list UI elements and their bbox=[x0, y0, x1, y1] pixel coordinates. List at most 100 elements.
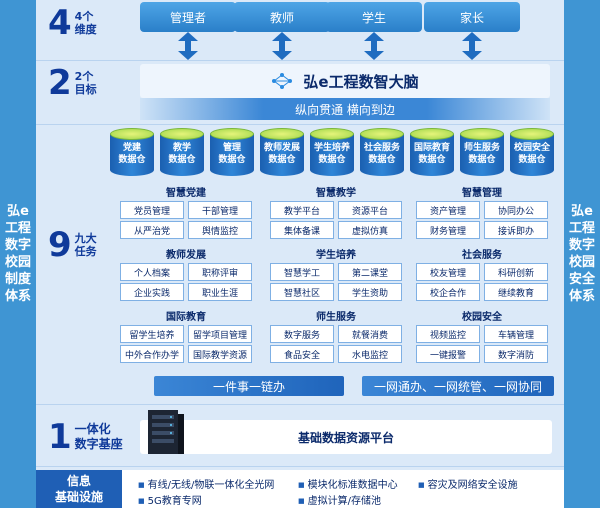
task-item: 车辆管理 bbox=[484, 325, 548, 343]
task-title: 教师发展 bbox=[166, 250, 206, 261]
dimension-manager: 管理者 bbox=[140, 2, 236, 32]
dimensions-label-line2: 维度 bbox=[74, 23, 97, 36]
tasks-label-line2: 任务 bbox=[74, 245, 97, 258]
task-card: 社会服务 校友管理 科研创新 校企合作 继续教育 bbox=[412, 248, 552, 304]
right-system-bar: 弘e工程数字校园安全体系 bbox=[564, 0, 600, 508]
database-cylinder: 校园安全数据仓 bbox=[510, 128, 554, 180]
task-item: 国际教学资源 bbox=[188, 345, 252, 363]
database-cylinder: 师生服务数据仓 bbox=[460, 128, 504, 180]
task-item: 接诉即办 bbox=[484, 221, 548, 239]
infra-label: 信息 基础设施 bbox=[36, 470, 122, 508]
database-cylinder: 党建数据仓 bbox=[110, 128, 154, 180]
data-platform-box: 基础数据资源平台 bbox=[140, 420, 552, 454]
task-item: 就餐消费 bbox=[338, 325, 402, 343]
left-system-label: 弘e工程数字校园制度体系 bbox=[5, 204, 32, 304]
data-platform-title: 基础数据资源平台 bbox=[297, 430, 394, 445]
brain-title: 弘e工程数智大脑 bbox=[303, 72, 419, 91]
task-card: 智慧教学 教学平台 资源平台 集体备课 虚拟仿真 bbox=[266, 186, 406, 242]
task-item: 个人档案 bbox=[120, 263, 184, 281]
right-system-label: 弘e工程数字校园安全体系 bbox=[569, 204, 596, 304]
task-item: 学生资助 bbox=[338, 283, 402, 301]
task-item: 留学项目管理 bbox=[188, 325, 252, 343]
foundation-label: 1 一体化 数字基座 bbox=[48, 420, 123, 454]
database-cylinder: 教师发展数据仓 bbox=[260, 128, 304, 180]
task-item: 数字消防 bbox=[484, 345, 548, 363]
task-item: 企业实践 bbox=[120, 283, 184, 301]
left-system-bar: 弘e工程数字校园制度体系 bbox=[0, 0, 36, 508]
task-item: 职称评审 bbox=[188, 263, 252, 281]
divider bbox=[36, 404, 564, 405]
foundation-label-line2: 数字基座 bbox=[74, 437, 123, 451]
brain-subtitle: 纵向贯通 横向到边 bbox=[140, 98, 550, 120]
task-card: 国际教育 留学生培养 留学项目管理 中外合作办学 国际教学资源 bbox=[116, 310, 256, 366]
task-grid: 智慧党建 党员管理 干部管理 从严治党 舆情监控 智慧教学 教学平台 资源平台 … bbox=[116, 186, 556, 366]
double-arrow-icon bbox=[272, 32, 292, 60]
task-item: 职业生涯 bbox=[188, 283, 252, 301]
double-arrow-icon bbox=[364, 32, 384, 60]
tasks-label-line1: 九大 bbox=[74, 232, 97, 245]
task-title: 学生培养 bbox=[316, 250, 356, 261]
task-item: 第二课堂 bbox=[338, 263, 402, 281]
task-item: 校友管理 bbox=[416, 263, 480, 281]
dimensions-number: 4 bbox=[48, 3, 72, 43]
task-title: 国际教育 bbox=[166, 312, 206, 323]
task-card: 智慧管理 资产管理 协同办公 财务管理 接诉即办 bbox=[412, 186, 552, 242]
task-item: 教学平台 bbox=[270, 201, 334, 219]
infra-label-line1: 信息 bbox=[66, 474, 91, 488]
task-item: 干部管理 bbox=[188, 201, 252, 219]
dimensions-row: 管理者 教师 学生 家长 bbox=[140, 2, 560, 60]
foundation-number: 1 bbox=[48, 417, 72, 457]
database-cylinder: 教学数据仓 bbox=[160, 128, 204, 180]
task-item: 水电监控 bbox=[338, 345, 402, 363]
infra-item: 模块化标准数据中心 bbox=[298, 476, 398, 491]
dimension-teacher: 教师 bbox=[234, 2, 330, 32]
task-title: 校园安全 bbox=[462, 312, 502, 323]
dimension-student: 学生 bbox=[326, 2, 422, 32]
tasks-label: 9 九大 任务 bbox=[48, 228, 97, 262]
network-brain-icon bbox=[272, 73, 293, 89]
task-item: 中外合作办学 bbox=[120, 345, 184, 363]
task-item: 智慧社区 bbox=[270, 283, 334, 301]
goals-label-line2: 目标 bbox=[74, 83, 97, 96]
database-row: 党建数据仓 教学数据仓 管理数据仓 教师发展数据仓 学生培养数据仓 社会服务数据… bbox=[108, 128, 558, 182]
task-item: 虚拟仿真 bbox=[338, 221, 402, 239]
task-item: 校企合作 bbox=[416, 283, 480, 301]
task-item: 资源平台 bbox=[338, 201, 402, 219]
server-rack-icon bbox=[148, 410, 184, 454]
task-item: 集体备课 bbox=[270, 221, 334, 239]
task-item: 资产管理 bbox=[416, 201, 480, 219]
double-arrow-icon bbox=[178, 32, 198, 60]
database-cylinder: 国际教育数据仓 bbox=[410, 128, 454, 180]
infra-label-line2: 基础设施 bbox=[54, 490, 103, 504]
goals-number: 2 bbox=[48, 63, 72, 103]
infra-item: 有线/无线/物联一体化全光网 bbox=[138, 476, 275, 491]
task-item: 财务管理 bbox=[416, 221, 480, 239]
task-card: 师生服务 数字服务 就餐消费 食品安全 水电监控 bbox=[266, 310, 406, 366]
goals-label: 2 2个 目标 bbox=[48, 66, 97, 100]
task-title: 师生服务 bbox=[316, 312, 356, 323]
divider bbox=[36, 60, 564, 61]
task-item: 数字服务 bbox=[270, 325, 334, 343]
infra-item: 5G教育专网 bbox=[138, 492, 202, 507]
tasks-number: 9 bbox=[48, 225, 72, 265]
divider bbox=[36, 466, 564, 467]
task-title: 智慧教学 bbox=[316, 188, 356, 199]
task-card: 校园安全 视频监控 车辆管理 一键报警 数字消防 bbox=[412, 310, 552, 366]
task-item: 留学生培养 bbox=[120, 325, 184, 343]
task-item: 科研创新 bbox=[484, 263, 548, 281]
infra-item: 虚拟计算/存储池 bbox=[298, 492, 381, 507]
one-chain-bar: 一件事一链办 bbox=[154, 376, 344, 396]
divider bbox=[36, 124, 564, 125]
brain-title-bar: 弘e工程数智大脑 bbox=[140, 64, 550, 98]
task-card: 智慧党建 党员管理 干部管理 从严治党 舆情监控 bbox=[116, 186, 256, 242]
task-card: 学生培养 智慧学工 第二课堂 智慧社区 学生资助 bbox=[266, 248, 406, 304]
task-item: 继续教育 bbox=[484, 283, 548, 301]
task-item: 从严治党 bbox=[120, 221, 184, 239]
task-item: 智慧学工 bbox=[270, 263, 334, 281]
goals-label-line1: 2个 bbox=[74, 70, 94, 83]
foundation-label-line1: 一体化 bbox=[74, 422, 111, 436]
database-cylinder: 社会服务数据仓 bbox=[360, 128, 404, 180]
dimension-parent: 家长 bbox=[424, 2, 520, 32]
database-cylinder: 管理数据仓 bbox=[210, 128, 254, 180]
task-title: 社会服务 bbox=[462, 250, 502, 261]
